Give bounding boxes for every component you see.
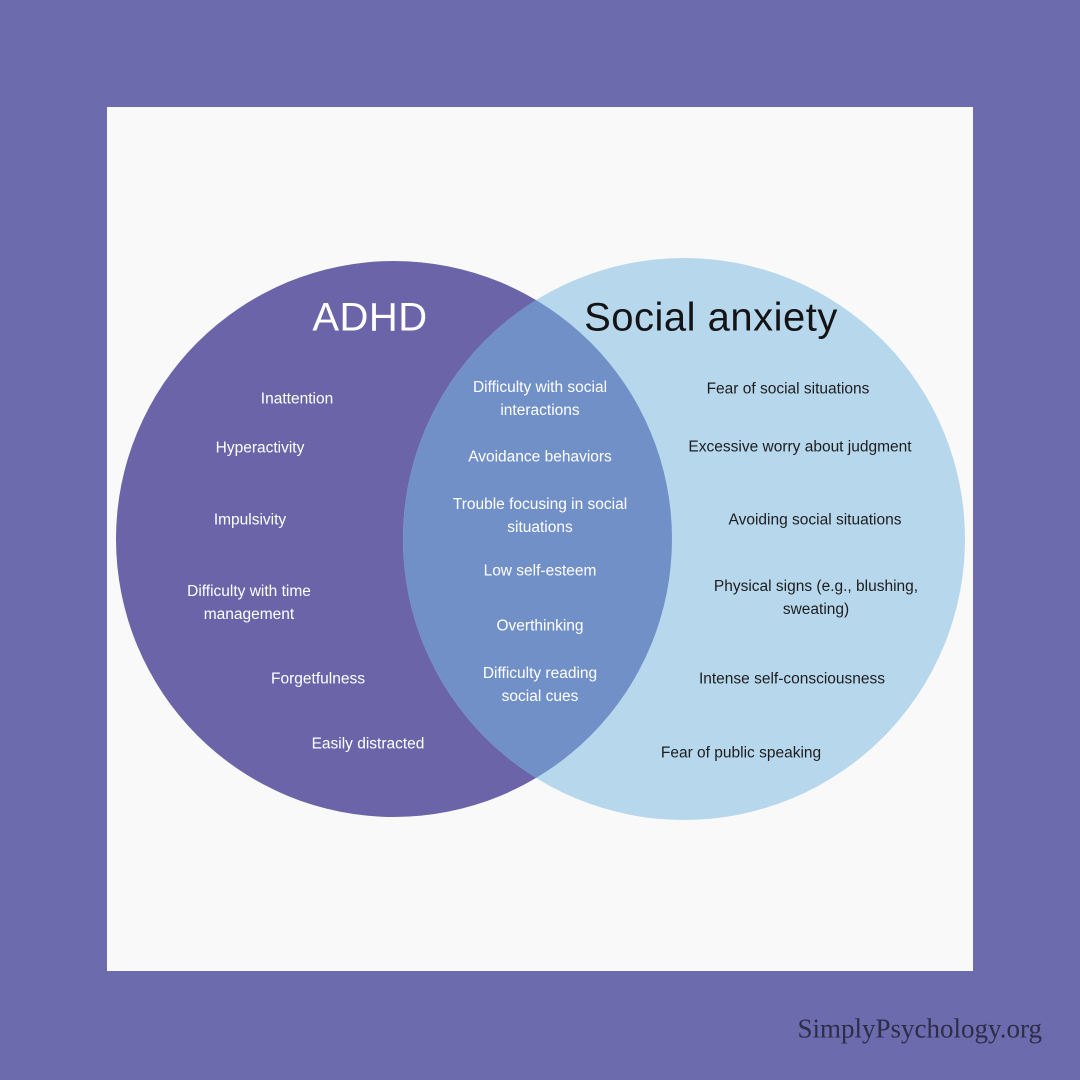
anxiety-item-self-consciousness: Intense self-consciousness: [698, 670, 886, 688]
adhd-item-hyperactivity: Hyperactivity: [215, 439, 305, 457]
overlap-item-low-self-esteem: Low self-esteem: [483, 562, 597, 580]
adhd-item-impulsivity: Impulsivity: [213, 511, 287, 529]
adhd-item-inattention: Inattention: [260, 390, 334, 408]
anxiety-item-public-speaking: Fear of public speaking: [660, 744, 822, 762]
adhd-item-forgetfulness: Forgetfulness: [271, 670, 365, 688]
anxiety-item-fear-social-situations: Fear of social situations: [706, 380, 870, 398]
adhd-item-time-management: Difficulty with time management: [187, 583, 311, 623]
adhd-title: ADHD: [312, 295, 428, 340]
anxiety-item-worry-judgment: Excessive worry about judgment: [688, 438, 912, 456]
overlap-item-social-interactions: Difficulty with social interactions: [472, 379, 608, 419]
overlap-item-overthinking: Overthinking: [496, 617, 584, 635]
overlap-item-reading-social-cues: Difficulty reading social cues: [482, 665, 598, 705]
watermark: SimplyPsychology.org: [797, 1013, 1042, 1044]
overlap-region: [403, 261, 672, 817]
overlap-item-avoidance-behaviors: Avoidance behaviors: [468, 448, 612, 466]
overlap-item-trouble-focusing: Trouble focusing in social situations: [452, 496, 628, 536]
adhd-item-easily-distracted: Easily distracted: [311, 735, 425, 753]
anxiety-item-physical-signs: Physical signs (e.g., blushing, sweating…: [713, 578, 919, 618]
social-anxiety-title: Social anxiety: [584, 295, 838, 340]
anxiety-item-avoiding-situations: Avoiding social situations: [728, 511, 902, 529]
